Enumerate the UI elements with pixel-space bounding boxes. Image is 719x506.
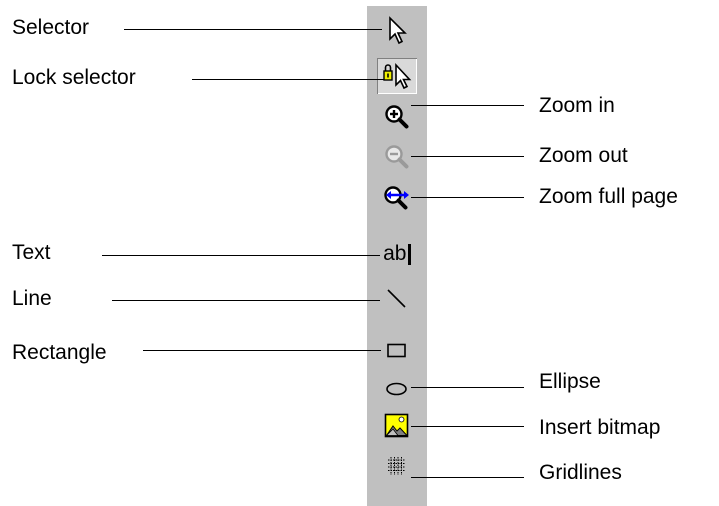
label-text: Text — [12, 241, 51, 264]
lock-selector-tool-button[interactable] — [377, 58, 417, 94]
ellipse-tool-button[interactable] — [377, 371, 417, 407]
lock-pointer-icon — [383, 62, 412, 90]
rectangle-tool-icon — [387, 343, 406, 358]
gridlines-icon — [388, 457, 405, 475]
leader-line-lock-selector — [192, 79, 384, 80]
label-zoom-in: Zoom in — [539, 94, 615, 117]
zoom-full-page-icon — [384, 186, 409, 210]
leader-line-zoom-full-page — [411, 197, 524, 198]
leader-line-text — [102, 255, 380, 256]
label-selector: Selector — [12, 16, 90, 39]
leader-line-zoom-in — [411, 105, 524, 106]
leader-line-selector — [124, 29, 382, 30]
leader-line-gridlines — [411, 477, 524, 478]
label-ellipse: Ellipse — [539, 370, 601, 393]
zoom-in-icon — [385, 105, 409, 129]
arrow-pointer-icon — [389, 16, 407, 45]
leader-line-ellipse — [411, 387, 524, 388]
label-rectangle: Rectangle — [12, 341, 107, 364]
label-line: Line — [12, 287, 52, 310]
leader-line-line — [112, 300, 380, 301]
label-zoom-full-page: Zoom full page — [539, 185, 678, 208]
text-cursor-bar — [408, 243, 411, 265]
zoom-out-tool-button[interactable] — [377, 139, 417, 175]
zoom-out-icon — [385, 145, 409, 169]
gridlines-tool-button[interactable] — [377, 448, 417, 484]
rectangle-tool-button[interactable] — [377, 333, 417, 369]
ellipse-tool-icon — [386, 382, 407, 396]
text-tool-button[interactable]: ab — [377, 236, 417, 272]
leader-line-rectangle — [143, 350, 381, 351]
label-lock-selector: Lock selector — [12, 66, 136, 89]
selector-tool-button[interactable] — [377, 12, 417, 48]
insert-bitmap-icon — [384, 413, 409, 438]
leader-line-insert-bitmap — [411, 426, 524, 427]
zoom-in-tool-button[interactable] — [377, 99, 417, 135]
line-tool-icon — [387, 289, 406, 308]
label-gridlines: Gridlines — [539, 461, 622, 484]
text-tool-icon: ab — [383, 242, 411, 266]
insert-bitmap-tool-button[interactable] — [377, 408, 417, 444]
label-zoom-out: Zoom out — [539, 144, 628, 167]
leader-line-zoom-out — [411, 156, 524, 157]
line-tool-button[interactable] — [377, 281, 417, 317]
zoom-full-page-tool-button[interactable] — [377, 180, 417, 216]
label-insert-bitmap: Insert bitmap — [539, 416, 661, 439]
text-tool-glyph: ab — [383, 242, 407, 265]
